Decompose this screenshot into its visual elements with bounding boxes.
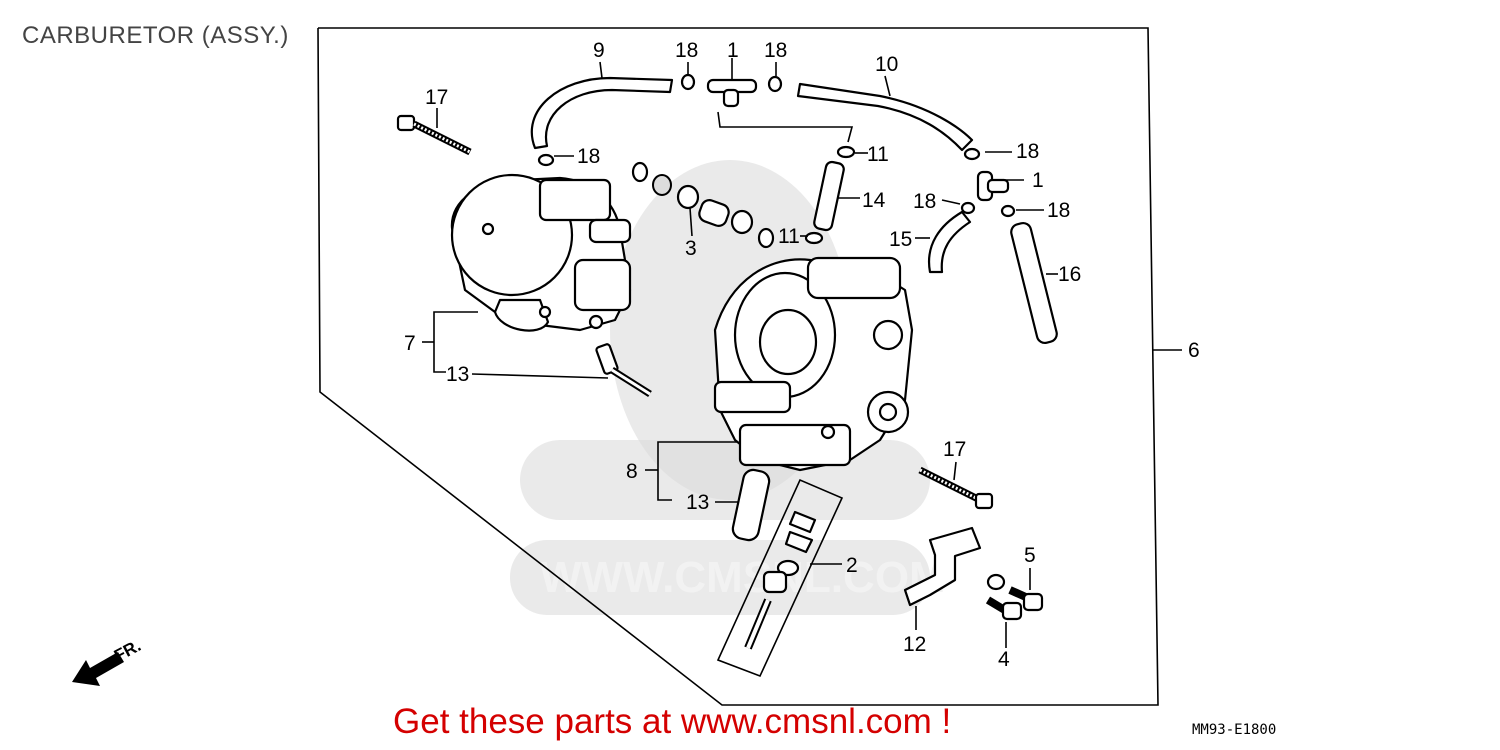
callout-label: 12 bbox=[903, 633, 926, 656]
part-screw-4 bbox=[985, 596, 1023, 621]
part-clip-18-a bbox=[680, 73, 696, 91]
callout-label: 18 bbox=[1047, 199, 1070, 222]
part-tube-14 bbox=[813, 160, 845, 232]
callout-label: 18 bbox=[675, 39, 698, 62]
part-tee-fitting-1-right bbox=[976, 170, 1010, 202]
part-hose-9 bbox=[530, 76, 674, 150]
callout-label: 5 bbox=[1024, 544, 1036, 567]
callout-label: 3 bbox=[685, 237, 697, 260]
callout-label: 18 bbox=[577, 145, 600, 168]
part-bolt-17-lower bbox=[918, 466, 994, 510]
callout-label: 15 bbox=[889, 228, 912, 251]
callout-label: 16 bbox=[1058, 263, 1081, 286]
callout-label: 18 bbox=[1016, 140, 1039, 163]
part-carburetor-7 bbox=[450, 173, 632, 332]
part-clip-18-e bbox=[960, 201, 976, 215]
callout-label: 13 bbox=[446, 363, 469, 386]
assembly-frame bbox=[317, 27, 1159, 706]
part-clip-18-d bbox=[963, 147, 981, 161]
diagram-code: MM93-E1800 bbox=[1192, 722, 1277, 738]
part-screw-13-left bbox=[595, 343, 652, 397]
part-carburetor-8 bbox=[713, 256, 914, 472]
part-clip-18-f bbox=[1000, 204, 1016, 218]
part-seal-set-3 bbox=[631, 161, 775, 249]
callout-label: 17 bbox=[943, 438, 966, 461]
part-tube-16 bbox=[1010, 221, 1058, 345]
callout-label: 11 bbox=[867, 143, 889, 166]
callout-label: 11 bbox=[778, 225, 800, 248]
part-clip-18-b bbox=[767, 75, 783, 93]
part-bracket-12 bbox=[903, 526, 982, 607]
callout-label: 7 bbox=[404, 332, 416, 355]
callout-label: 8 bbox=[626, 460, 638, 483]
leader-lines bbox=[422, 58, 1182, 648]
part-jet-kit-2 bbox=[716, 478, 844, 678]
callout-label: 9 bbox=[593, 39, 605, 62]
callout-label: 18 bbox=[913, 190, 936, 213]
part-hose-10 bbox=[796, 82, 974, 152]
promo-banner-text: Get these parts at www.cmsnl.com ! bbox=[393, 702, 952, 741]
front-direction-arrow: FR. bbox=[72, 636, 144, 686]
callout-label: 17 bbox=[425, 86, 448, 109]
callout-label: 4 bbox=[998, 648, 1010, 671]
part-clip-18-c bbox=[537, 153, 555, 167]
callout-label: 1 bbox=[1032, 169, 1044, 192]
watermark-text: WWW.CMSNL.COM bbox=[540, 553, 946, 602]
callout-label: 6 bbox=[1188, 339, 1200, 362]
callout-label: 1 bbox=[727, 39, 739, 62]
callout-label: 13 bbox=[686, 491, 709, 514]
part-tube-15 bbox=[927, 210, 972, 274]
part-clip-11-b bbox=[804, 231, 824, 245]
part-screw-13-lower bbox=[731, 468, 771, 542]
callout-label: 14 bbox=[862, 189, 886, 212]
part-screw-5 bbox=[986, 573, 1044, 612]
callout-label: 18 bbox=[764, 39, 787, 62]
callout-label: 10 bbox=[875, 53, 898, 76]
callout-label: 2 bbox=[846, 554, 858, 577]
part-clip-11-a bbox=[836, 145, 856, 159]
part-tee-fitting-1-upper bbox=[706, 78, 758, 108]
diagram-title: CARBURETOR (ASSY.) bbox=[22, 22, 289, 49]
part-bolt-17-upper bbox=[396, 114, 472, 156]
